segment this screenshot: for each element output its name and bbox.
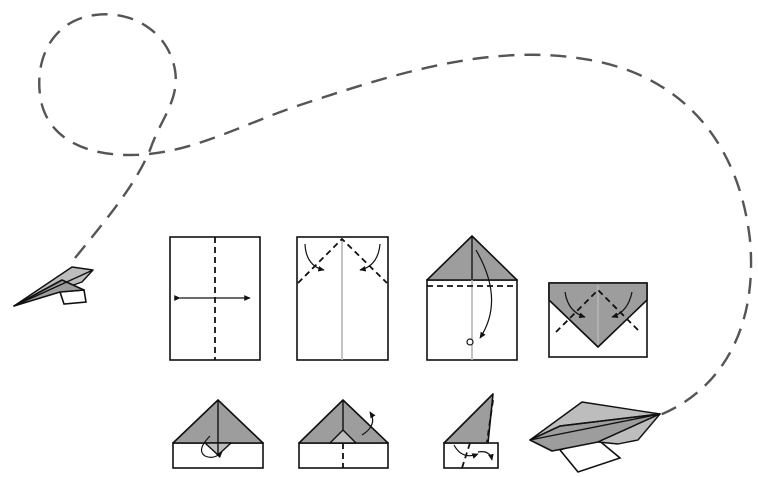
plane-large-icon [529, 401, 661, 473]
step-4-figure [548, 282, 648, 358]
step-2-figure [296, 236, 389, 361]
step-6-figure [298, 399, 389, 469]
step-3-figure [426, 235, 518, 361]
step-7-figure [443, 393, 499, 469]
flight-path [38, 13, 753, 417]
plane-small-icon [13, 266, 94, 307]
step-1-figure [169, 236, 261, 361]
step-5-figure [172, 399, 264, 469]
